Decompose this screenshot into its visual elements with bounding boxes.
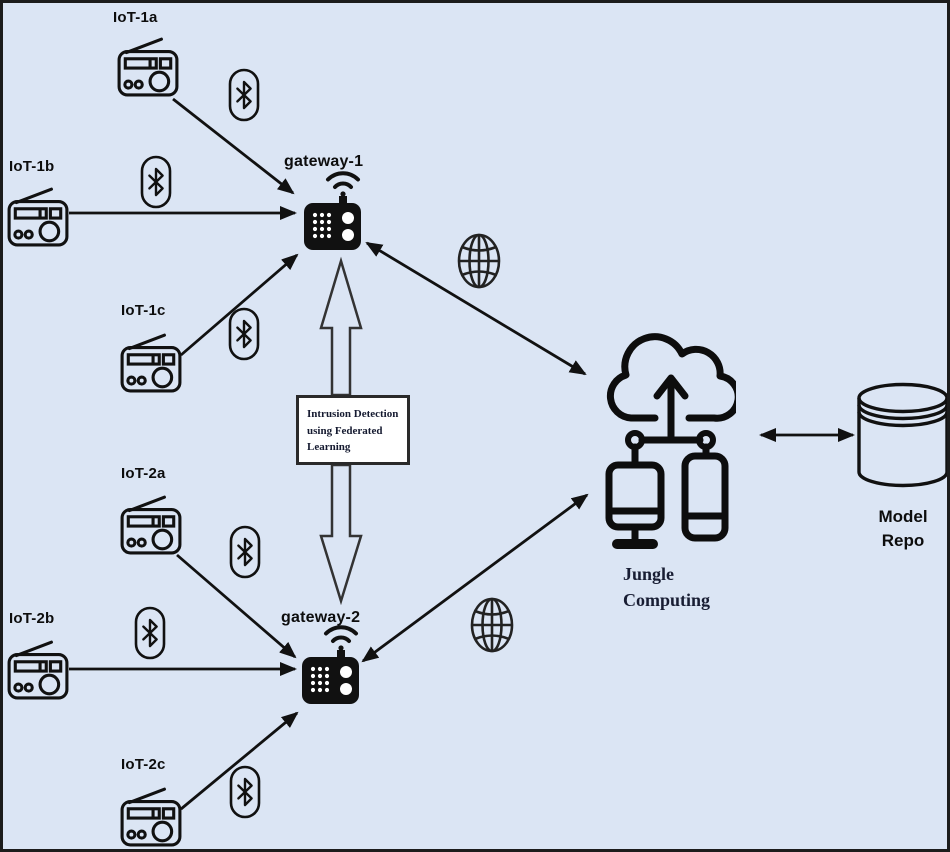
wifi-signal-icon: [324, 625, 358, 651]
gateway-1-label: gateway-1: [284, 153, 364, 170]
gateway-2-label: gateway-2: [281, 609, 361, 626]
radio-icon: [7, 640, 69, 700]
bluetooth-icon: [228, 68, 260, 122]
radio-icon: [7, 187, 69, 247]
walkie-talkie-icon: [304, 171, 361, 250]
wifi-signal-icon: [326, 171, 360, 197]
bluetooth-icon: [134, 606, 166, 660]
edge-iot1c-gateway1: [180, 253, 299, 357]
radio-icon: [117, 37, 179, 97]
radio-icon: [120, 787, 182, 847]
repo-label-line2: Repo: [881, 530, 925, 550]
iot-2a-label: IoT-2a: [121, 465, 166, 482]
hollow-arrow-flbox-to-gateway1: [319, 256, 363, 397]
edge-iot2a-gateway2: [176, 553, 297, 659]
repo-label: Model Repo: [858, 505, 947, 553]
edge-iot1a-gateway1: [172, 97, 295, 195]
intrusion-detection-box: Intrusion Detection using Federated Lear…: [296, 395, 410, 465]
bluetooth-icon: [229, 525, 261, 579]
radio-icon: [120, 495, 182, 555]
bluetooth-icon: [228, 307, 260, 361]
globe-icon: [457, 233, 501, 289]
repo-label-line1: Model: [878, 507, 928, 526]
walkie-talkie-icon: [302, 625, 359, 704]
iot-1c-label: IoT-1c: [121, 302, 166, 319]
hollow-arrow-flbox-to-gateway2: [319, 463, 363, 606]
iot-1b-label: IoT-1b: [9, 158, 55, 175]
cloud-label: Jungle Computing: [623, 561, 710, 613]
radio-icon: [120, 333, 182, 393]
cloud-label-line2: Computing: [623, 590, 711, 611]
database-cylinder-icon: [857, 382, 947, 488]
edge-layer: [69, 97, 855, 811]
edge-gateway1-cloud: [365, 241, 587, 376]
cloud-upload-cluster-icon: [605, 333, 736, 549]
bluetooth-icon: [229, 765, 261, 819]
iot-2c-label: IoT-2c: [121, 756, 166, 773]
cloud-label-line1: Jungle: [623, 564, 675, 584]
edge-iot2c-gateway2: [180, 711, 299, 811]
globe-icon: [470, 597, 514, 653]
edge-gateway2-cloud: [361, 493, 589, 663]
bluetooth-icon: [140, 155, 172, 209]
iot-2b-label: IoT-2b: [9, 610, 55, 627]
iot-1a-label: IoT-1a: [113, 9, 158, 26]
